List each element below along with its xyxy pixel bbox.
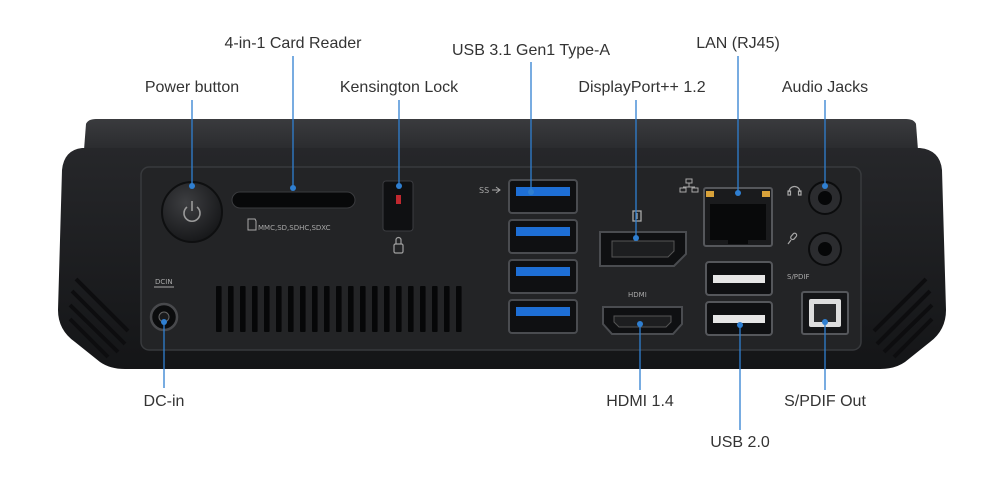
label-dc-in: DC-in: [143, 393, 185, 410]
label-usb20: USB 2.0: [710, 434, 770, 451]
sd-card-icon: [247, 218, 257, 231]
microphone-jack[interactable]: [808, 232, 842, 266]
card-slot-marking: MMC,SD,SDHC,SDXC: [258, 224, 331, 232]
label-spdif-out: S/PDIF Out: [784, 393, 866, 410]
usb-ss-icon: [492, 186, 501, 194]
dc-in-jack[interactable]: [149, 302, 179, 332]
hdmi-marking: HDMI: [628, 291, 647, 299]
microphone-icon: [787, 232, 798, 245]
usb20-port-1[interactable]: [705, 261, 773, 296]
label-power-button: Power button: [144, 79, 240, 96]
dcin-marking: DCIN: [155, 278, 173, 286]
label-card-reader: 4-in-1 Card Reader: [224, 35, 362, 52]
usb-ss-marking: SS: [479, 186, 489, 195]
lan-port[interactable]: [703, 187, 773, 247]
callout-lines: [161, 56, 828, 430]
power-button[interactable]: [161, 181, 223, 243]
network-icon: [679, 178, 699, 193]
displayport-icon: [632, 210, 642, 222]
vent-grille: [216, 286, 462, 332]
usb31-port-1[interactable]: [508, 179, 578, 214]
label-displayport: DisplayPort++ 1.2: [578, 79, 706, 96]
displayport-port[interactable]: [599, 231, 687, 267]
label-usb31: USB 3.1 Gen1 Type-A: [451, 42, 611, 59]
usb31-port-4[interactable]: [508, 299, 578, 334]
power-icon: [183, 201, 201, 222]
label-kensington-lock: Kensington Lock: [339, 79, 459, 96]
headphone-icon: [787, 185, 802, 196]
side-vent-left: [68, 277, 130, 359]
label-audio-jacks: Audio Jacks: [781, 79, 869, 96]
spdif-marking: S/PDIF: [787, 273, 810, 281]
card-reader-slot[interactable]: [231, 191, 356, 209]
kensington-lock-slot[interactable]: [382, 180, 414, 232]
rear-panel: [140, 166, 862, 351]
side-vent-right: [872, 277, 934, 359]
usb20-port-2[interactable]: [705, 301, 773, 336]
usb31-port-3[interactable]: [508, 259, 578, 294]
usb31-port-2[interactable]: [508, 219, 578, 254]
lock-icon: [393, 236, 404, 254]
chassis-top: [84, 119, 918, 150]
label-lan: LAN (RJ45): [696, 35, 780, 52]
hdmi-port[interactable]: [602, 306, 683, 335]
label-hdmi: HDMI 1.4: [606, 393, 674, 410]
